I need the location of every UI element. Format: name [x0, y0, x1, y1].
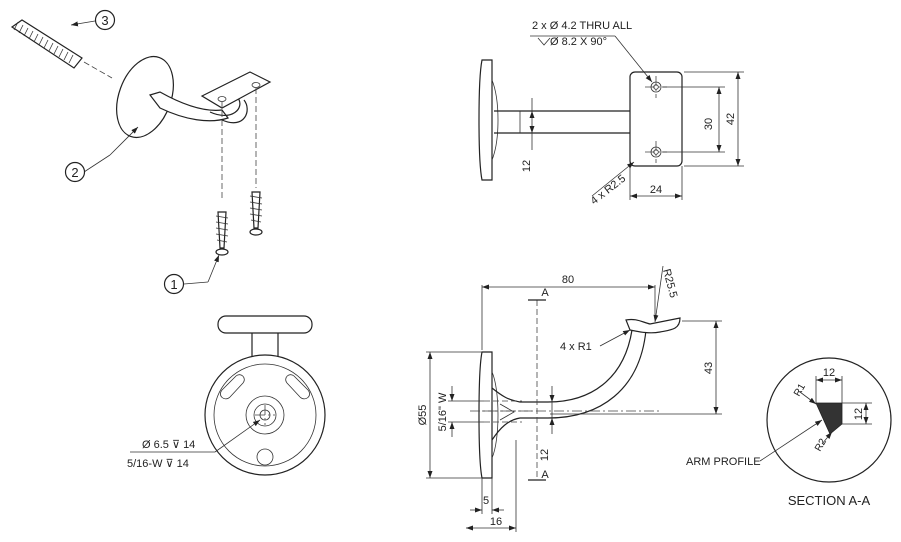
dimension-label: 5/16" W — [437, 392, 449, 431]
dimension-label: 2 — [71, 165, 78, 180]
dimension-label: 80 — [562, 274, 574, 286]
tap-note-line1: Ø 6.5 ⊽ 14 — [142, 439, 195, 451]
top-view: 2 x Ø 4.2 THRU ALL Ø 8.2 X 90° 30 42 12 … — [478, 20, 744, 208]
dimension-label: 16 — [490, 516, 502, 528]
dimension-label: 12 — [521, 160, 533, 172]
tap-note-line2: 5/16-W ⊽ 14 — [127, 458, 189, 470]
dimension-label: 12 — [823, 367, 835, 379]
arm-profile-label: ARM PROFILE — [686, 456, 761, 468]
dimension-label: 12 — [853, 408, 865, 420]
dimension-label: 3 — [101, 13, 108, 28]
section-title: SECTION A-A — [788, 493, 871, 508]
section-a-a: 12 12 R1 R2 ARM PROFILE SECTION A-A — [686, 357, 892, 508]
front-view: Ø 6.5 ⊽ 14 5/16-W ⊽ 14 — [127, 315, 326, 476]
side-view: A A 80 R25.5 4 x R1 43 Ø55 5/16" W 12 — [417, 265, 722, 532]
dimension-label: 12 — [539, 449, 551, 461]
dimension-label: 42 — [725, 113, 737, 125]
radius-note: 4 x R2.5 — [588, 173, 628, 208]
section-mark-top: A — [541, 287, 549, 299]
hole-note-line1: 2 x Ø 4.2 THRU ALL — [532, 20, 632, 32]
balloon-3: 3 — [70, 9, 116, 31]
balloon-1: 1 — [163, 254, 220, 295]
section-mark-bottom: A — [541, 469, 549, 481]
dimension-label: 1 — [170, 277, 177, 292]
dimension-label: 30 — [703, 118, 715, 130]
dimension-label: Ø55 — [417, 405, 429, 426]
arm — [148, 91, 229, 122]
wood-screw-left — [215, 211, 229, 256]
balloon-2: 2 — [64, 126, 139, 183]
dimension-label: 24 — [650, 184, 662, 196]
wall-plate — [116, 55, 174, 139]
dimension-label: R25.5 — [660, 268, 679, 299]
saddle — [200, 71, 272, 109]
wood-screw-right — [249, 191, 263, 236]
dimension-label: 43 — [703, 362, 715, 374]
dimension-label: 4 x R1 — [560, 341, 592, 353]
isometric-view: 3 2 1 — [10, 9, 272, 295]
dimension-label: 5 — [483, 495, 489, 507]
hole-note-line2: Ø 8.2 X 90° — [550, 36, 607, 48]
lag-screw — [10, 19, 113, 79]
